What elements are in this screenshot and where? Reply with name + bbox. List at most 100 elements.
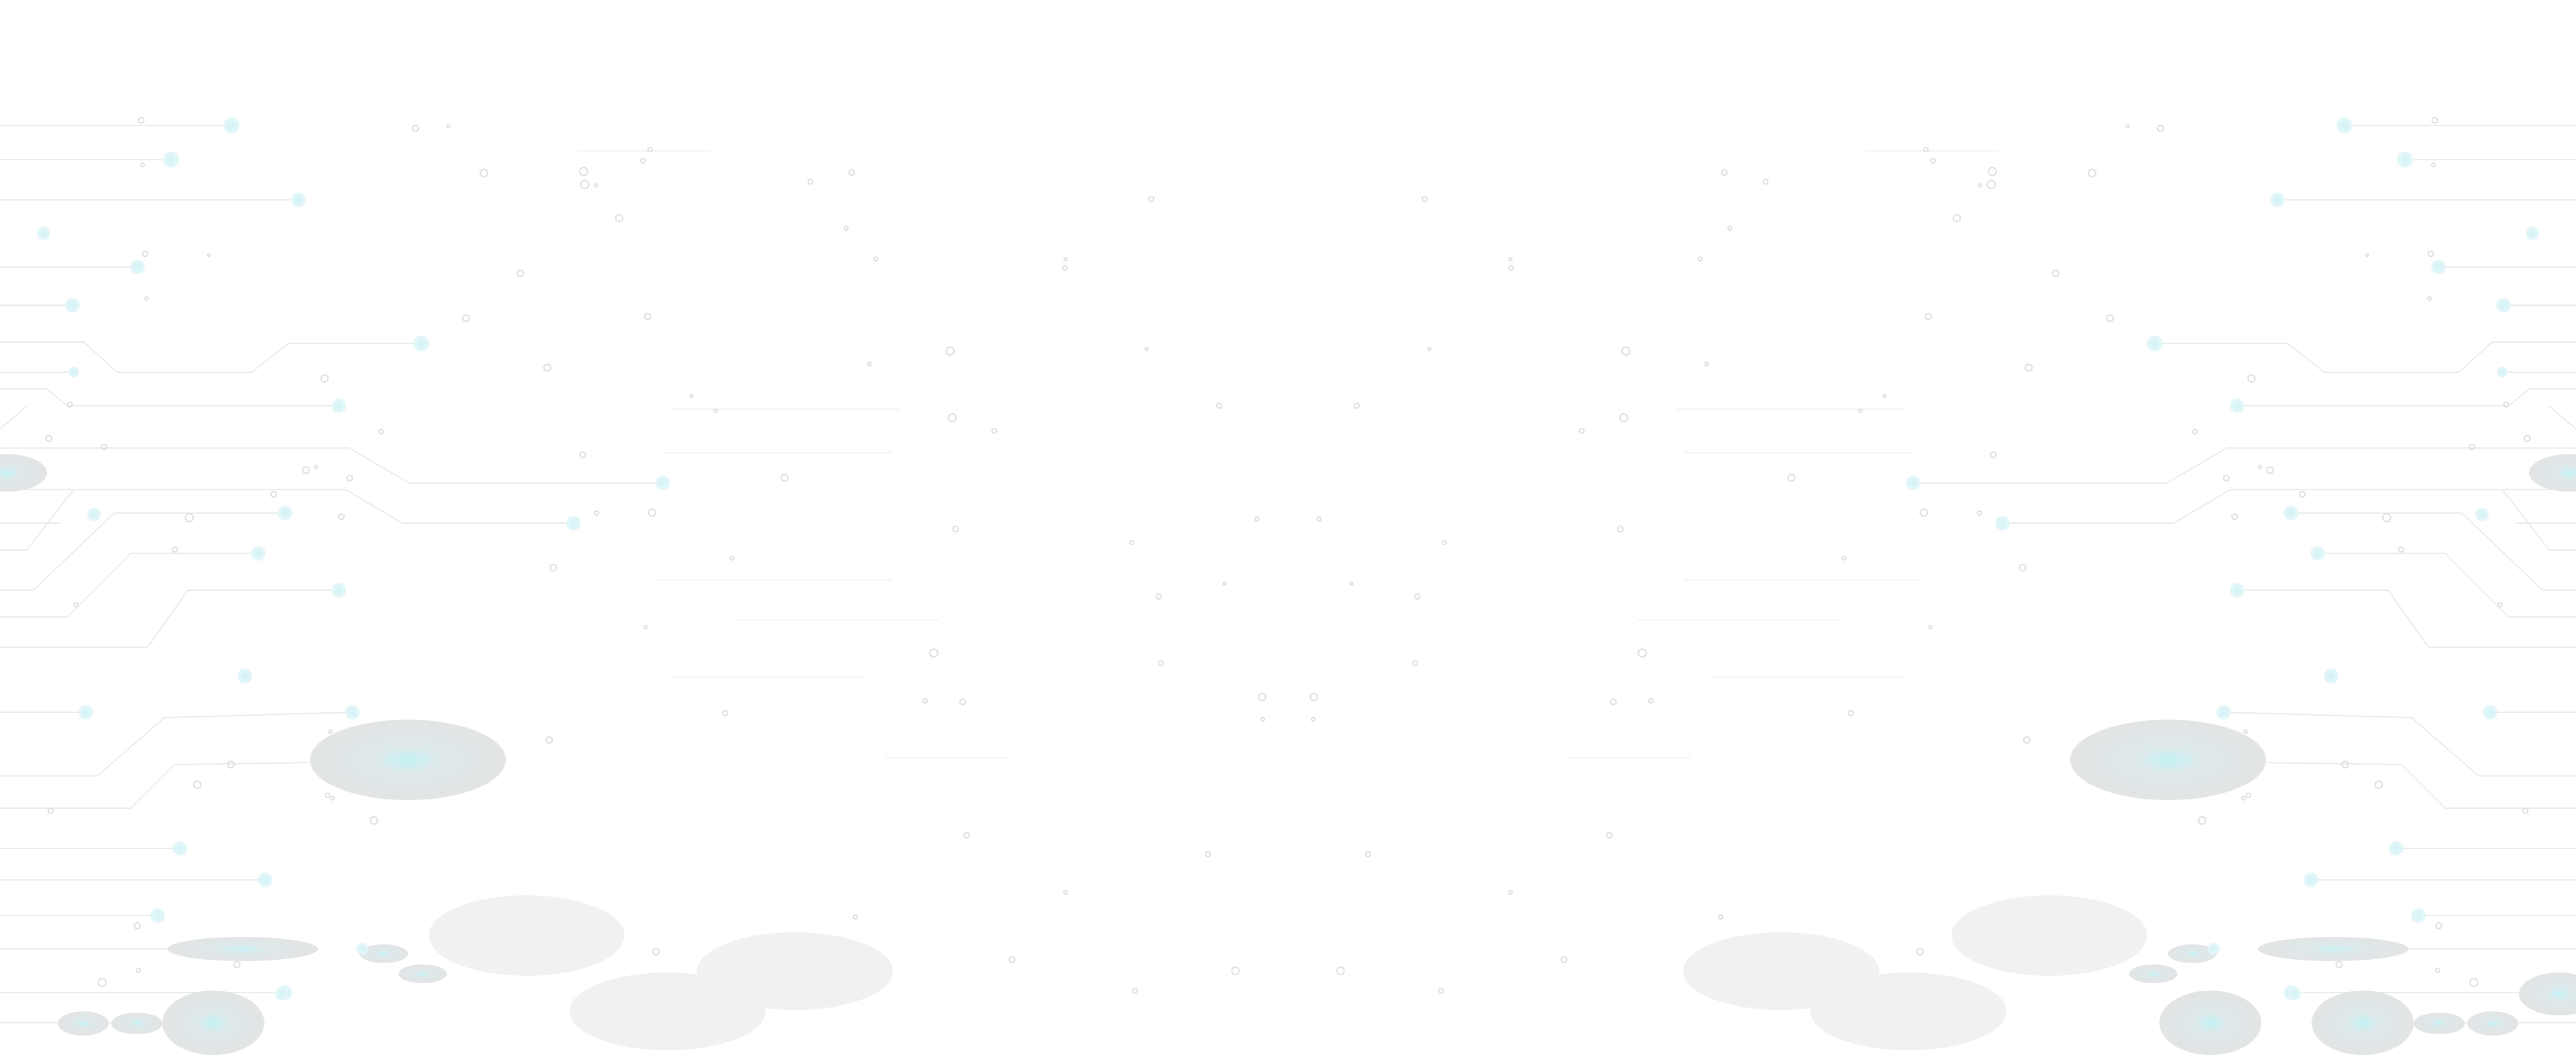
scatter-dot: [853, 914, 858, 920]
scatter-dot: [142, 250, 149, 258]
scatter-dot: [1762, 178, 1769, 185]
scatter-dot: [1718, 914, 1723, 920]
scatter-dot: [144, 296, 149, 301]
scatter-dot: [2374, 780, 2383, 789]
scatter-dot: [843, 225, 849, 231]
circuit-node-icon: [163, 152, 179, 168]
scatter-dot: [1638, 648, 1647, 658]
scatter-dot: [2125, 124, 2130, 129]
scatter-dot: [1309, 692, 1318, 702]
scatter-dot: [2222, 474, 2230, 482]
scatter-dot: [2434, 967, 2440, 973]
circuit-node-icon: [258, 873, 272, 887]
circuit-node-icon: [345, 705, 360, 720]
scatter-dot: [325, 792, 331, 799]
scatter-dot: [1990, 451, 1997, 459]
solder-pad-icon: [429, 895, 625, 976]
solder-pad-icon: [2467, 1011, 2518, 1036]
scatter-dot: [652, 948, 660, 956]
solder-pad-icon: [111, 1013, 162, 1034]
scatter-dot: [2051, 269, 2059, 278]
scatter-dot: [614, 213, 624, 223]
scatter-dot: [378, 429, 384, 435]
scatter-dot: [2231, 513, 2239, 520]
trace-left-15: [0, 590, 339, 648]
solder-pad-icon: [2159, 991, 2261, 1055]
scatter-dot: [647, 508, 657, 517]
solder-pad-icon: [310, 720, 506, 800]
scatter-dot: [1648, 698, 1654, 704]
circuit-node-icon: [655, 476, 670, 490]
scatter-dot: [1254, 516, 1260, 522]
trace-right-17: [2223, 712, 2576, 777]
scatter-dot: [689, 394, 694, 398]
scatter-dot: [184, 513, 195, 522]
scatter-dot: [1619, 413, 1629, 423]
circuit-node-icon: [87, 508, 101, 521]
solder-pad-icon: [398, 964, 447, 983]
scatter-dot: [2431, 117, 2438, 124]
scatter-dot: [780, 473, 789, 482]
circuit-node-icon: [2411, 908, 2426, 923]
scatter-dot: [2241, 795, 2247, 801]
scatter-dot: [2192, 429, 2198, 435]
scatter-dot: [1231, 966, 1240, 976]
scatter-dot: [647, 146, 653, 152]
circuit-node-icon: [2397, 152, 2413, 168]
scatter-dot: [1721, 169, 1728, 176]
scatter-dot: [1923, 146, 1929, 152]
circuit-node-icon: [2496, 298, 2511, 313]
solder-pad-icon: [2258, 937, 2408, 961]
circuit-node-icon: [65, 298, 80, 313]
scatter-dot: [2198, 816, 2206, 825]
scatter-dot: [337, 513, 345, 520]
circuit-node-icon: [37, 227, 50, 240]
trace-right-18: [2169, 761, 2576, 809]
scatter-dot: [1438, 987, 1444, 994]
scatter-dot: [1609, 698, 1617, 706]
scatter-dot: [1882, 394, 1887, 398]
scatter-dot: [1605, 832, 1613, 839]
scatter-dot: [446, 124, 451, 129]
circuit-node-icon: [172, 841, 187, 856]
scatter-dot: [2497, 602, 2503, 608]
scatter-dot: [947, 413, 957, 423]
scatter-dot: [66, 401, 73, 408]
trace-right-13: [2288, 512, 2576, 591]
circuit-node-icon: [356, 943, 368, 955]
trace-left-9: [0, 447, 663, 484]
circuit-node-icon: [275, 987, 288, 1001]
scatter-dot: [579, 451, 586, 459]
solder-pad-icon: [2414, 1013, 2465, 1034]
circuit-node-icon: [223, 117, 239, 133]
scatter-dot: [2298, 490, 2306, 498]
scatter-dot: [1508, 265, 1514, 272]
scatter-dot: [73, 602, 79, 608]
solder-pad-icon: [162, 991, 264, 1055]
scatter-dot: [1704, 361, 1709, 367]
scatter-dot: [549, 563, 557, 572]
circuit-node-icon: [413, 335, 429, 351]
scatter-dot: [2365, 253, 2369, 258]
scatter-dot: [370, 816, 378, 825]
scatter-dot: [594, 183, 598, 188]
scatter-dot: [270, 490, 278, 498]
trace-left-14: [0, 553, 258, 618]
trace-left-18: [0, 761, 407, 809]
solder-pad-icon: [570, 972, 765, 1050]
scatter-dot: [327, 729, 333, 734]
scatter-dot: [2469, 977, 2479, 987]
scatter-dot: [1063, 256, 1068, 262]
circuit-node-icon: [2216, 705, 2231, 720]
circuit-node-icon: [2475, 508, 2489, 521]
scatter-dot: [479, 168, 488, 178]
scatter-dot: [1364, 851, 1372, 858]
scatter-dot: [1988, 166, 1997, 176]
scatter-dot: [2435, 922, 2443, 930]
scatter-dot: [2245, 792, 2251, 799]
circuit-node-icon: [2431, 260, 2446, 274]
scatter-dot: [313, 464, 318, 469]
circuit-node-icon: [2304, 873, 2318, 887]
scatter-dot: [1697, 256, 1703, 262]
